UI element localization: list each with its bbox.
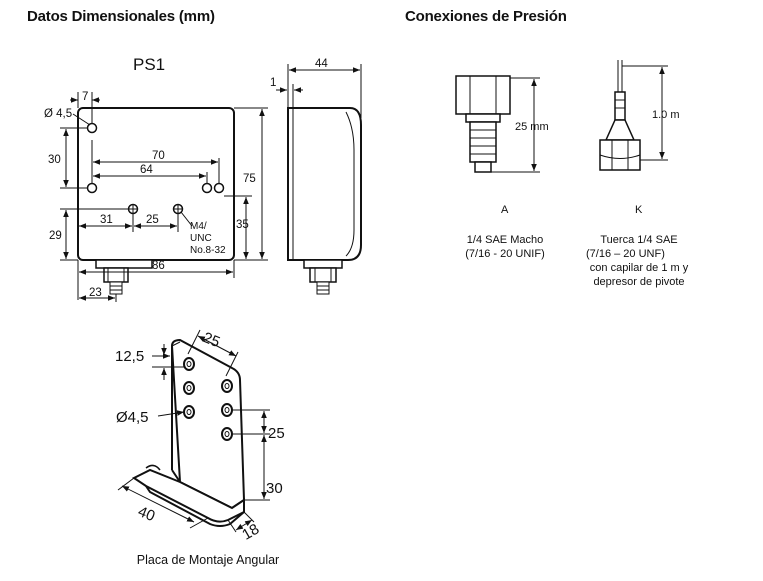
ps1-dim-7: 7 bbox=[82, 91, 88, 103]
connection-k-caption-line-3: con capilar de 1 m y bbox=[589, 262, 689, 274]
ps1-dim-70: 70 bbox=[152, 150, 165, 162]
bracket-dim-12-5: 12,5 bbox=[115, 348, 144, 365]
mounting-bracket-drawing bbox=[117, 329, 270, 533]
ps1-dim-31: 31 bbox=[100, 214, 113, 226]
ps1-dim-75: 75 bbox=[243, 173, 256, 185]
bracket-dim-18: 18 bbox=[239, 521, 262, 544]
connection-k-letter: K bbox=[635, 204, 643, 216]
ps1-dim-23: 23 bbox=[89, 287, 102, 299]
connection-a-caption: 1/4 SAE Macho (7/16 - 20 UNIF) bbox=[435, 233, 575, 261]
connection-k-caption-line-1: Tuerca 1/4 SAE bbox=[600, 234, 678, 246]
ps1-thread-label-3: No.8-32 bbox=[190, 245, 226, 256]
connection-a-letter: A bbox=[501, 204, 509, 216]
ps1-dim-35: 35 bbox=[236, 219, 249, 231]
ps1-thread-label-1: M4/ bbox=[190, 221, 207, 232]
connection-k-caption: Tuerca 1/4 SAE (7/16 – 20 UNF) con capil… bbox=[574, 233, 704, 289]
ps1-dim-86: 86 bbox=[152, 260, 165, 272]
connection-a-caption-line-2: (7/16 - 20 UNIF) bbox=[465, 248, 545, 260]
bracket-dim-40: 40 bbox=[136, 503, 158, 525]
bracket-dim-25-side: 25 bbox=[268, 425, 285, 442]
ps1-thread-label-2: UNC bbox=[190, 233, 212, 244]
ps1-dim-64: 64 bbox=[140, 164, 153, 176]
bracket-hole-label: Ø4,5 bbox=[116, 409, 149, 426]
ps1-dim-29: 29 bbox=[49, 230, 62, 242]
ps1-dim-30: 30 bbox=[48, 154, 61, 166]
ps1-hole-label: Ø 4,5 bbox=[44, 108, 72, 120]
ps1-title: PS1 bbox=[133, 55, 165, 74]
ps1-front-dimension-labels: Ø 4,5 7 30 70 64 31 25 29 86 23 75 35 M4… bbox=[44, 91, 256, 299]
bracket-dim-25-top: 25 bbox=[201, 329, 223, 351]
connection-k-labels: 1.0 m K bbox=[635, 109, 680, 216]
connection-a-labels: 25 mm A bbox=[501, 121, 549, 216]
connection-a-dim: 25 mm bbox=[515, 121, 549, 133]
ps1-dim-25: 25 bbox=[146, 214, 159, 226]
connection-k-dim: 1.0 m bbox=[652, 109, 680, 121]
ps1-side-view bbox=[276, 64, 362, 295]
ps1-front-view: PS1 bbox=[60, 55, 268, 302]
heading-dimensional: Datos Dimensionales (mm) bbox=[27, 8, 215, 25]
connection-a-drawing bbox=[455, 75, 540, 173]
mounting-bracket-labels: 25 12,5 Ø4,5 25 30 40 18 bbox=[115, 329, 285, 544]
bracket-dim-30: 30 bbox=[266, 480, 283, 497]
connection-k-caption-line-4: depresor de pivote bbox=[593, 276, 685, 288]
bracket-caption: Placa de Montaje Angular bbox=[136, 553, 280, 567]
ps1-dim-1: 1 bbox=[270, 77, 276, 89]
connection-k-caption-line-2: (7/16 – 20 UNF) bbox=[586, 248, 665, 260]
connection-a-caption-line-1: 1/4 SAE Macho bbox=[466, 234, 544, 246]
connection-k-drawing bbox=[599, 60, 668, 171]
ps1-dim-44: 44 bbox=[315, 58, 328, 70]
ps1-side-dimension-labels: 44 1 bbox=[270, 58, 328, 89]
heading-pressure-connections: Conexiones de Presión bbox=[405, 8, 567, 25]
